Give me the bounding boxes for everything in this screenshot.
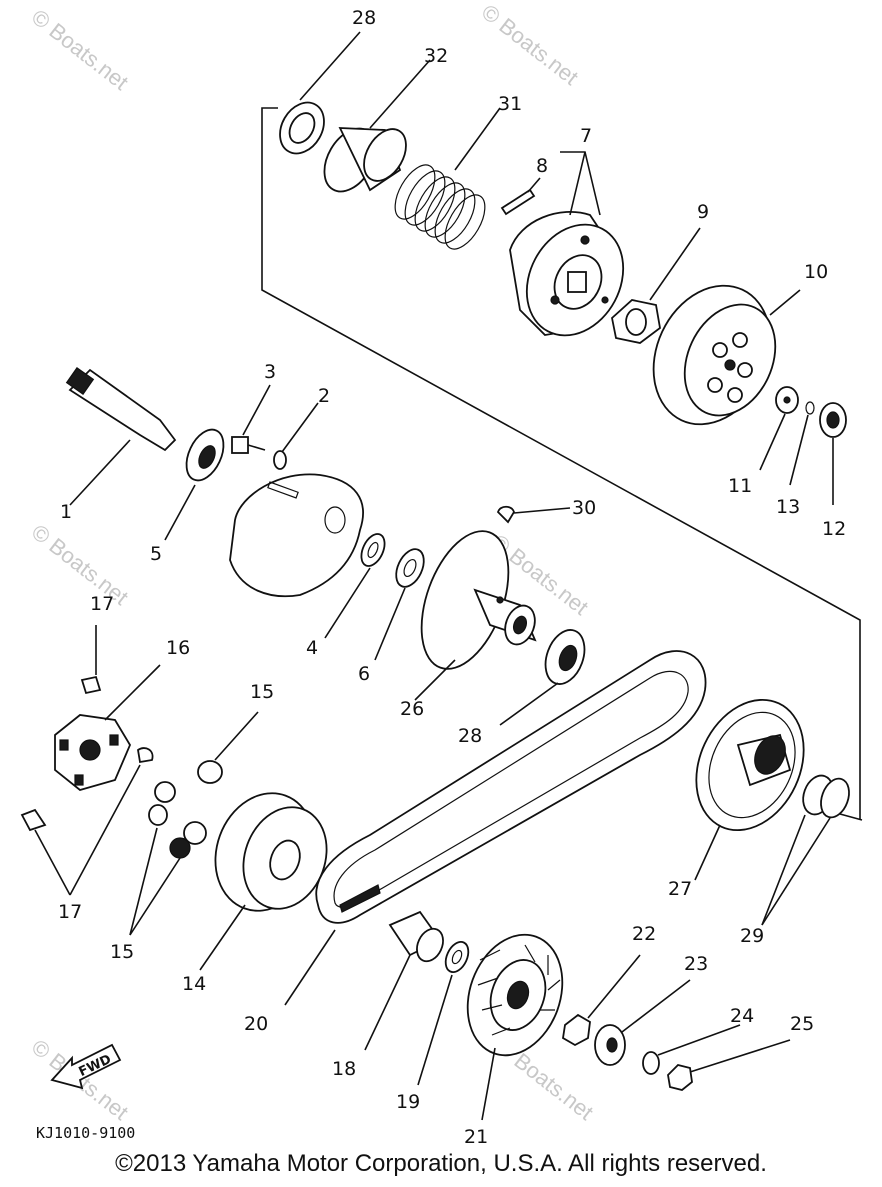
assembly-bracket: [261, 107, 863, 821]
callout-1: 1: [60, 501, 72, 523]
part-16-weight-holder: [54, 664, 161, 791]
part-14-sheave: [199, 792, 328, 971]
part-6-oil-seal: [374, 548, 425, 661]
part-20-v-belt: [284, 650, 707, 1006]
callout-18: 18: [332, 1058, 356, 1080]
watermark: © Boats.net: [477, 0, 583, 90]
part-1-shaft: [65, 367, 177, 506]
part-19-washer: [417, 940, 470, 1086]
part-21-fan-pulley: [466, 933, 564, 1121]
part-4-washer: [324, 533, 386, 639]
callout-25: 25: [790, 1013, 814, 1035]
callout-2: 2: [318, 385, 330, 407]
part-22-washer: [562, 954, 641, 1047]
callout-28-mid: 28: [458, 725, 482, 747]
callout-23: 23: [684, 953, 708, 975]
callout-31: 31: [498, 93, 522, 115]
part-30-plug: [496, 505, 571, 524]
callout-14: 14: [182, 973, 206, 995]
callout-24: 24: [730, 1005, 754, 1027]
callout-13: 13: [776, 496, 800, 518]
part-3-bolt: [231, 384, 271, 454]
callout-16: 16: [166, 637, 190, 659]
callout-21: 21: [464, 1126, 488, 1148]
callout-22: 22: [632, 923, 656, 945]
part-7-clutch: [509, 151, 625, 337]
callout-layer: 28 32 31 7 8 9 10 3 2 11 13 12 1 30 5 17…: [58, 7, 846, 1148]
callout-12: 12: [822, 518, 846, 540]
callout-7: 7: [580, 125, 592, 147]
part-9-nut: [611, 227, 701, 344]
watermark: © Boats.net: [27, 4, 133, 95]
drawing-code: KJ1010-9100: [36, 1124, 135, 1142]
callout-28-top: 28: [352, 7, 376, 29]
part-13-washer: [789, 401, 815, 486]
callout-20: 20: [244, 1013, 268, 1035]
part-25-nut: [667, 1039, 791, 1091]
callout-4: 4: [306, 637, 318, 659]
callout-11: 11: [728, 475, 752, 497]
callout-29: 29: [740, 925, 764, 947]
part-26-sheave: [414, 530, 537, 701]
part-15-roller: [129, 711, 259, 936]
callout-19: 19: [396, 1091, 420, 1113]
part-18-collar: [364, 910, 444, 1051]
part-10-clutch-housing: [652, 284, 801, 426]
watermark: © Boats.net: [27, 519, 133, 610]
callout-27: 27: [668, 878, 692, 900]
part-5-bearing: [164, 428, 225, 541]
part-28-oil-seal: [499, 629, 586, 726]
part-32-collar: [323, 59, 431, 193]
callout-30: 30: [572, 497, 596, 519]
callout-32: 32: [424, 45, 448, 67]
part-24-washer: [642, 1024, 741, 1075]
part-28-washer: [279, 31, 361, 155]
callout-17: 17: [58, 901, 82, 923]
callout-9: 9: [697, 201, 709, 223]
callout-15: 15: [110, 941, 134, 963]
callout-26: 26: [400, 698, 424, 720]
callout-5: 5: [150, 543, 162, 565]
part-2-washer: [273, 402, 319, 470]
part-12-bearing: [819, 402, 847, 505]
callout-17-top: 17: [90, 593, 114, 615]
callout-3: 3: [264, 361, 276, 383]
part-17-clip: [20, 625, 154, 896]
part-11-nut: [759, 386, 799, 471]
callout-10: 10: [804, 261, 828, 283]
callout-6: 6: [358, 663, 370, 685]
copyright-notice: ©2013 Yamaha Motor Corporation, U.S.A. A…: [115, 1150, 767, 1177]
part-cover-plate: [229, 473, 364, 598]
part-31-spring: [394, 107, 501, 250]
callout-15-top: 15: [250, 681, 274, 703]
part-23-nut: [594, 979, 691, 1066]
part-27-secondary-sheave: [694, 698, 805, 881]
part-8-pin: [500, 177, 541, 216]
callout-8: 8: [536, 155, 548, 177]
part-29-seal: [761, 774, 850, 926]
